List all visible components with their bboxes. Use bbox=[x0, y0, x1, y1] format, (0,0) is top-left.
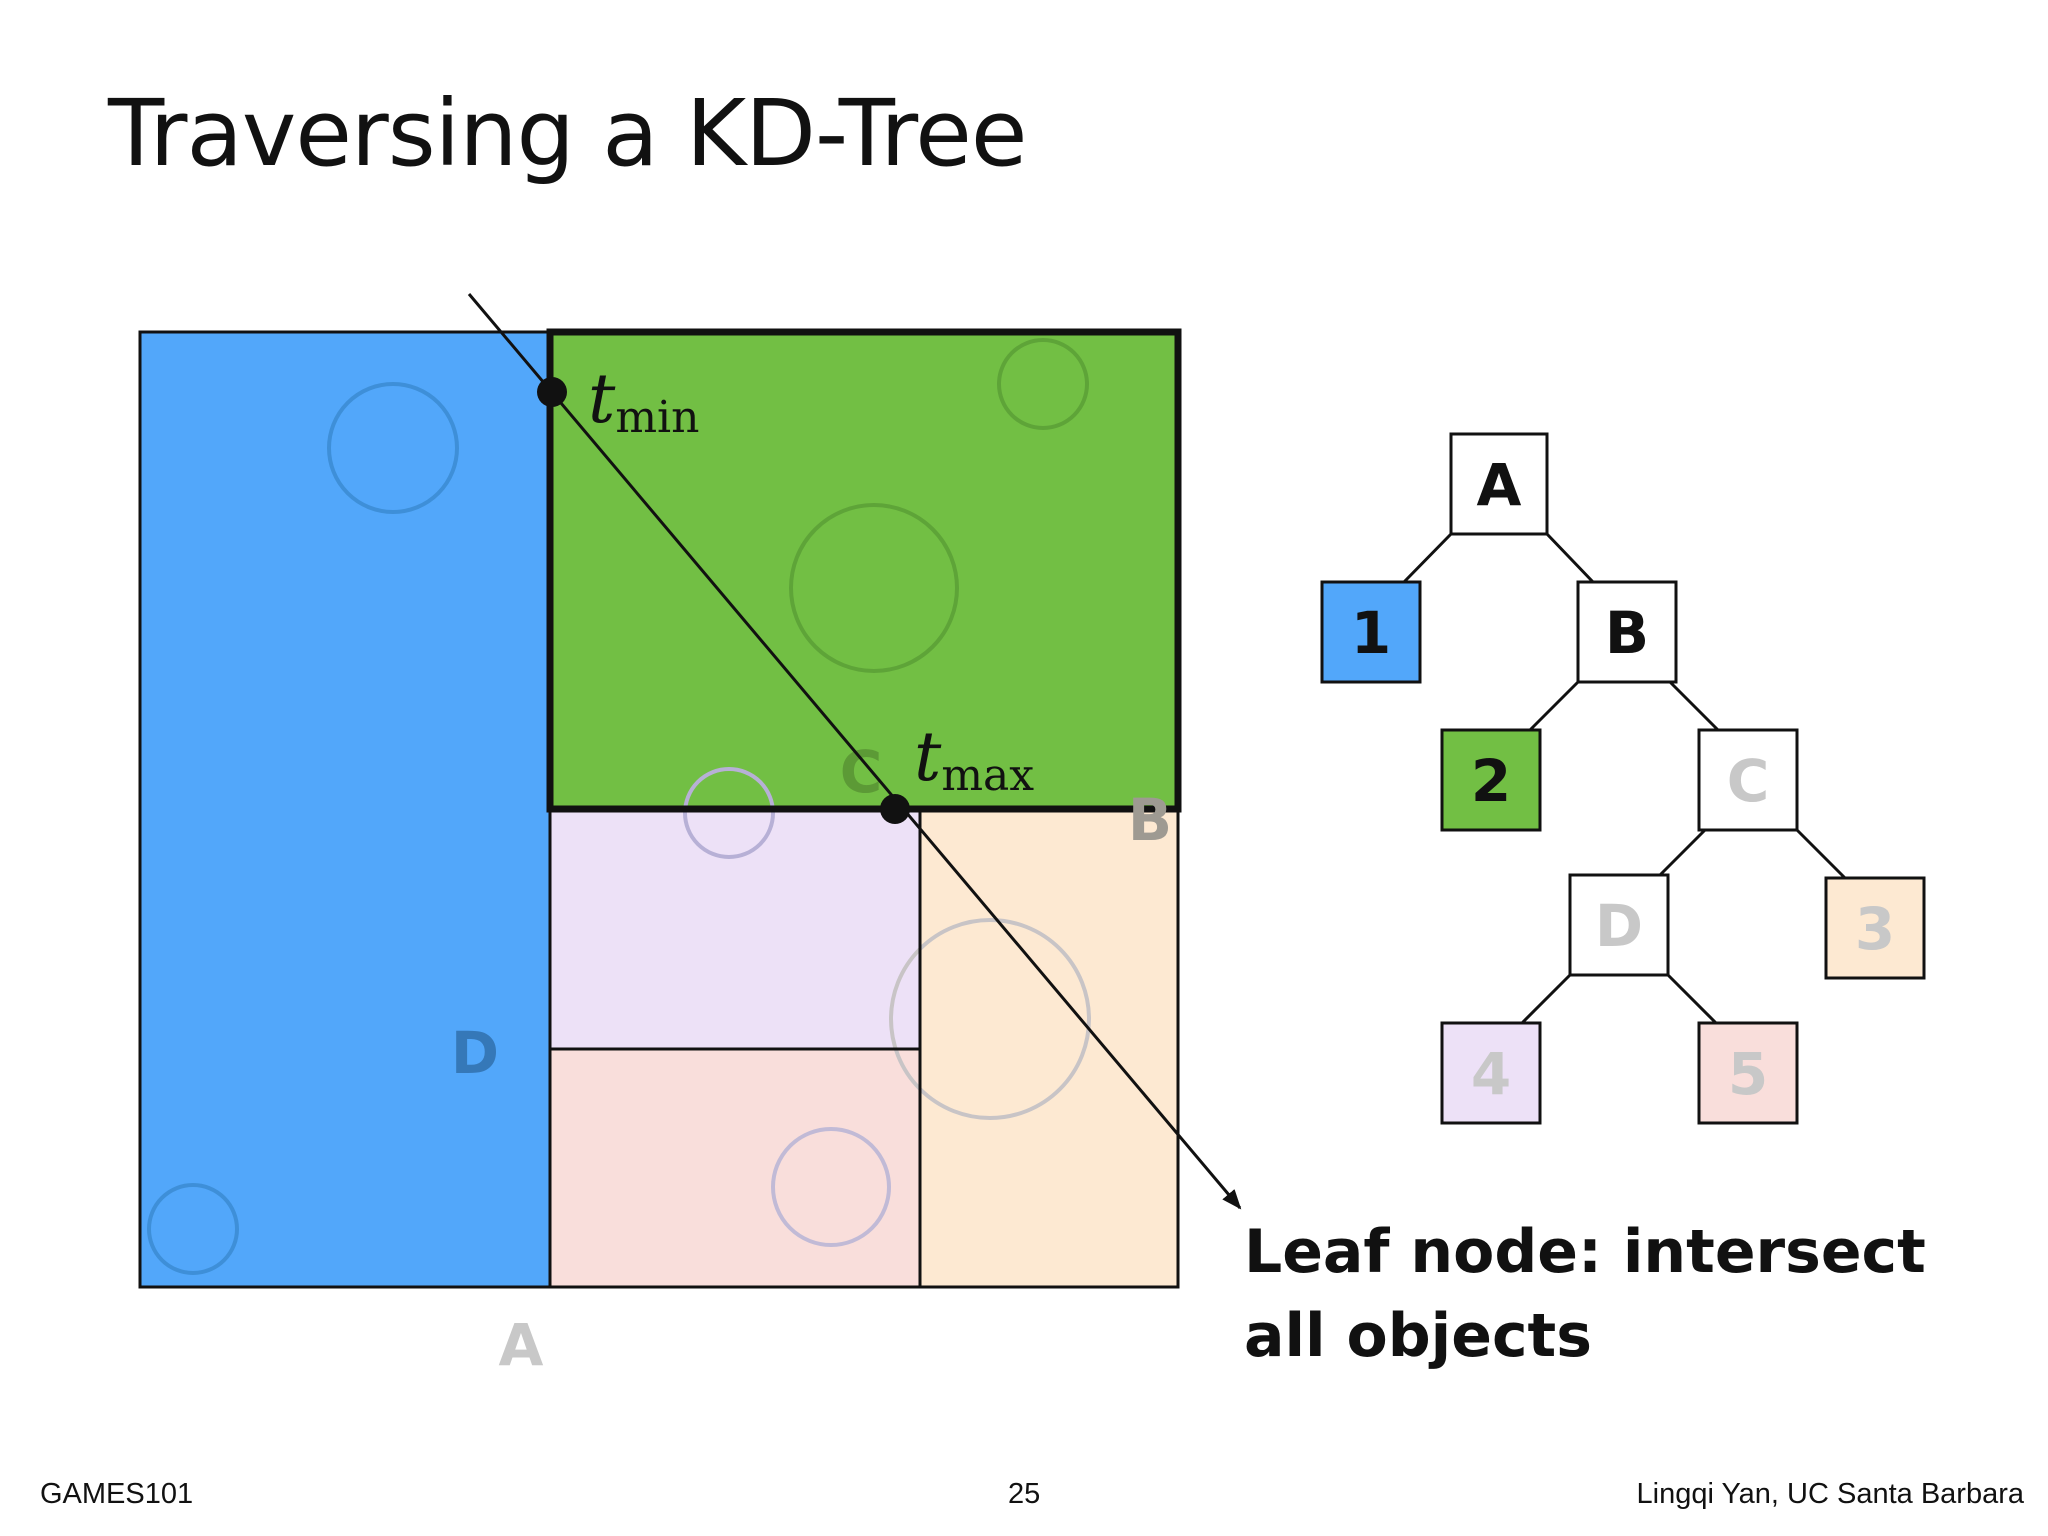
svg-text:4: 4 bbox=[1471, 1040, 1511, 1108]
tree-edge bbox=[1520, 973, 1572, 1025]
svg-text:A: A bbox=[1477, 451, 1522, 519]
leaf-node-annotation: Leaf node: intersect all objects bbox=[1244, 1210, 1926, 1378]
leaf-region-4 bbox=[550, 809, 920, 1049]
object-circle bbox=[889, 918, 1091, 1120]
highlighted-leaf-border bbox=[546, 328, 1182, 813]
object-circle bbox=[327, 382, 459, 514]
t-max-point bbox=[880, 794, 910, 824]
object-circle bbox=[683, 767, 775, 859]
tree-edge bbox=[1795, 828, 1847, 880]
region-label-a: A bbox=[499, 1311, 544, 1379]
leaf-region-5 bbox=[550, 1049, 920, 1287]
t-min-point bbox=[537, 377, 567, 407]
tree-edge bbox=[1402, 532, 1453, 584]
tree-node-3: 3 bbox=[1824, 876, 1926, 980]
tree-edge bbox=[1545, 532, 1595, 584]
ray bbox=[467, 293, 1242, 1210]
svg-text:D: D bbox=[1595, 892, 1643, 960]
region-label-b: B bbox=[1128, 786, 1172, 854]
svg-text:B: B bbox=[1605, 599, 1649, 667]
svg-text:C: C bbox=[1727, 747, 1770, 815]
tree-node-b: B bbox=[1576, 580, 1678, 684]
course-name: GAMES101 bbox=[40, 1478, 194, 1510]
tree-node-1: 1 bbox=[1320, 580, 1422, 684]
tree-edge bbox=[1655, 828, 1707, 880]
tree-node-a: A bbox=[1449, 432, 1549, 536]
object-circle bbox=[771, 1127, 891, 1247]
object-circle bbox=[789, 503, 959, 673]
tree-edge bbox=[1666, 973, 1718, 1025]
tree-node-2: 2 bbox=[1440, 728, 1542, 832]
tree-nodes: A 1 B 2 C D 3 4 bbox=[1320, 432, 1926, 1125]
t-min-label: tmin bbox=[588, 360, 699, 443]
tree-node-5: 5 bbox=[1697, 1021, 1799, 1125]
slide-title: Traversing a KD-Tree bbox=[108, 80, 1027, 187]
tree-edges bbox=[1402, 532, 1847, 1025]
object-circle bbox=[147, 1183, 239, 1275]
svg-text:5: 5 bbox=[1728, 1040, 1768, 1108]
region-label-d: D bbox=[451, 1019, 499, 1087]
svg-text:3: 3 bbox=[1855, 895, 1895, 963]
tree-edge bbox=[1528, 680, 1580, 732]
region-label-c: C bbox=[840, 738, 883, 806]
tree-node-4: 4 bbox=[1440, 1021, 1542, 1125]
leaf-region-1 bbox=[140, 332, 550, 1287]
leaf-region-3 bbox=[920, 809, 1178, 1287]
tree-node-d: D bbox=[1568, 873, 1670, 977]
page-number: 25 bbox=[1008, 1478, 1041, 1510]
tree-node-c: C bbox=[1697, 728, 1799, 832]
tree-edge bbox=[1668, 680, 1720, 732]
t-max-label: tmax bbox=[914, 718, 1034, 801]
leaf-region-2 bbox=[550, 332, 1178, 809]
object-circle bbox=[997, 338, 1089, 430]
scene-objects bbox=[147, 338, 1091, 1275]
partition-regions bbox=[140, 332, 1178, 1287]
annotation-line-2: all objects bbox=[1244, 1301, 1592, 1371]
annotation-line-1: Leaf node: intersect bbox=[1244, 1217, 1926, 1287]
svg-text:1: 1 bbox=[1351, 599, 1391, 667]
author-credit: Lingqi Yan, UC Santa Barbara bbox=[1636, 1478, 2024, 1510]
svg-text:2: 2 bbox=[1471, 747, 1511, 815]
